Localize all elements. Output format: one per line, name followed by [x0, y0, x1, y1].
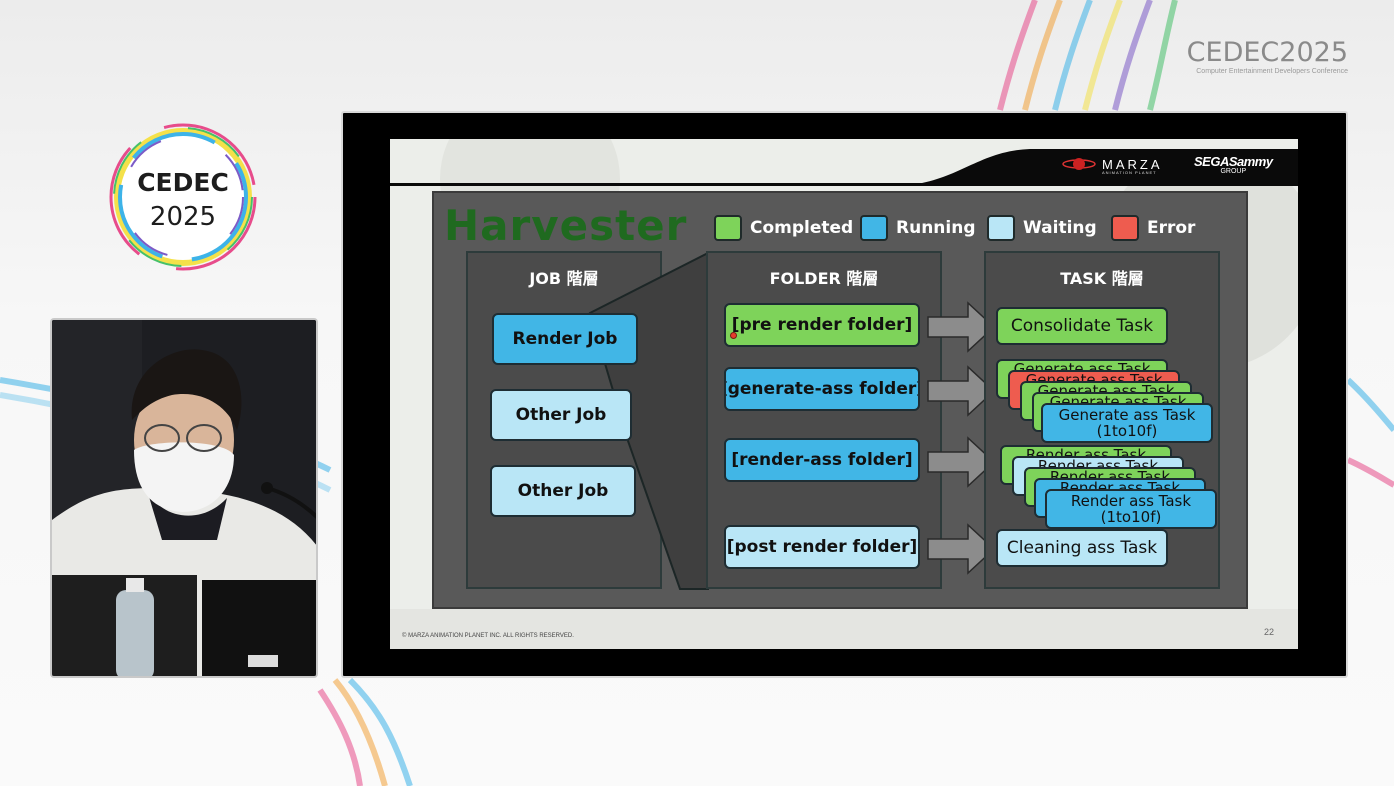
slide-page-number: 22 — [1263, 627, 1274, 637]
job-other-1-label: Other Job — [515, 405, 607, 425]
segasammy-logo: SEGASammy GROUP — [1194, 154, 1273, 175]
legend-label-running: Running — [896, 218, 976, 238]
job-render-label: Render Job — [512, 329, 618, 349]
job-render: Render Job — [492, 313, 638, 365]
presentation-slide: MARZA ANIMATION PLANET SEGASammy GROUP H… — [390, 139, 1298, 649]
folder-pre-render: [pre render folder] — [724, 303, 920, 347]
job-column-title: JOB 階層 — [529, 269, 599, 288]
legend-label-error: Error — [1147, 218, 1196, 238]
legend-waiting: Waiting — [987, 215, 1097, 241]
legend-label-completed: Completed — [750, 218, 854, 238]
task-generate-front-line2: (1to10f) — [1096, 422, 1158, 440]
task-render-front-line2: (1to10f) — [1100, 508, 1162, 526]
folder-render-ass: [render-ass folder] — [724, 438, 920, 482]
slide-title: Harvester — [444, 201, 688, 250]
legend-error: Error — [1111, 215, 1195, 241]
task-generate-front: Generate ass Task (1to10f) — [1041, 403, 1213, 443]
ring-icon — [109, 123, 257, 271]
task-consolidate: Consolidate Task — [996, 307, 1168, 345]
cedec-logo-text: CEDEC2025 — [1186, 37, 1348, 68]
task-consolidate-label: Consolidate Task — [1010, 316, 1154, 336]
folder-post-render-label: [post render folder] — [726, 537, 918, 557]
legend-swatch-completed — [714, 215, 742, 241]
legend-running: Running — [860, 215, 976, 241]
harvester-diagram: Harvester Completed Running Waiting Erro… — [432, 191, 1248, 609]
legend-swatch-error — [1111, 215, 1139, 241]
cedec-logo-subtitle: Computer Entertainment Developers Confer… — [1196, 68, 1348, 75]
speaker-camera-feed — [50, 318, 318, 678]
segasammy-logo-text: SEGASammy — [1194, 154, 1273, 169]
segasammy-logo-subtitle: GROUP — [1220, 168, 1247, 175]
cedec-header-logo: CEDEC2025 Computer Entertainment Develop… — [1186, 37, 1348, 76]
legend-swatch-waiting — [987, 215, 1015, 241]
job-other-2-label: Other Job — [517, 481, 609, 501]
marza-logo: MARZA ANIMATION PLANET — [1062, 155, 1163, 175]
legend-label-waiting: Waiting — [1023, 218, 1097, 238]
laser-pointer-dot — [730, 332, 737, 339]
task-cleaning: Cleaning ass Task — [996, 529, 1168, 567]
task-column-title: TASK 階層 — [1060, 269, 1144, 288]
round-logo-year: 2025 — [149, 202, 217, 232]
marza-planet-icon — [1062, 158, 1096, 170]
folder-generate-ass-label: [generate-ass folder] — [724, 379, 920, 399]
task-render-front: Render ass Task (1to10f) — [1045, 489, 1217, 529]
task-generate-front-line1: Generate ass Task — [1058, 406, 1196, 424]
slide-copyright: © MARZA ANIMATION PLANET INC. ALL RIGHTS… — [402, 633, 574, 639]
job-other-1: Other Job — [490, 389, 632, 441]
legend-completed: Completed — [714, 215, 853, 241]
task-render-front-line1: Render ass Task — [1070, 492, 1192, 510]
folder-pre-render-label: [pre render folder] — [731, 315, 913, 335]
marza-logo-subtitle: ANIMATION PLANET — [1102, 170, 1157, 175]
folder-generate-ass: [generate-ass folder] — [724, 367, 920, 411]
task-cleaning-label: Cleaning ass Task — [1006, 538, 1158, 558]
folder-column-title: FOLDER 階層 — [769, 269, 879, 288]
job-other-2: Other Job — [490, 465, 636, 517]
round-logo-title: CEDEC — [137, 168, 229, 197]
cedec-round-logo: CEDEC 2025 — [108, 122, 258, 272]
speaker-image — [52, 320, 316, 676]
folder-render-ass-label: [render-ass folder] — [731, 450, 913, 470]
folder-post-render: [post render folder] — [724, 525, 920, 569]
marza-logo-text: MARZA — [1102, 156, 1163, 172]
slide-header-bar — [390, 149, 1298, 186]
legend-swatch-running — [860, 215, 888, 241]
